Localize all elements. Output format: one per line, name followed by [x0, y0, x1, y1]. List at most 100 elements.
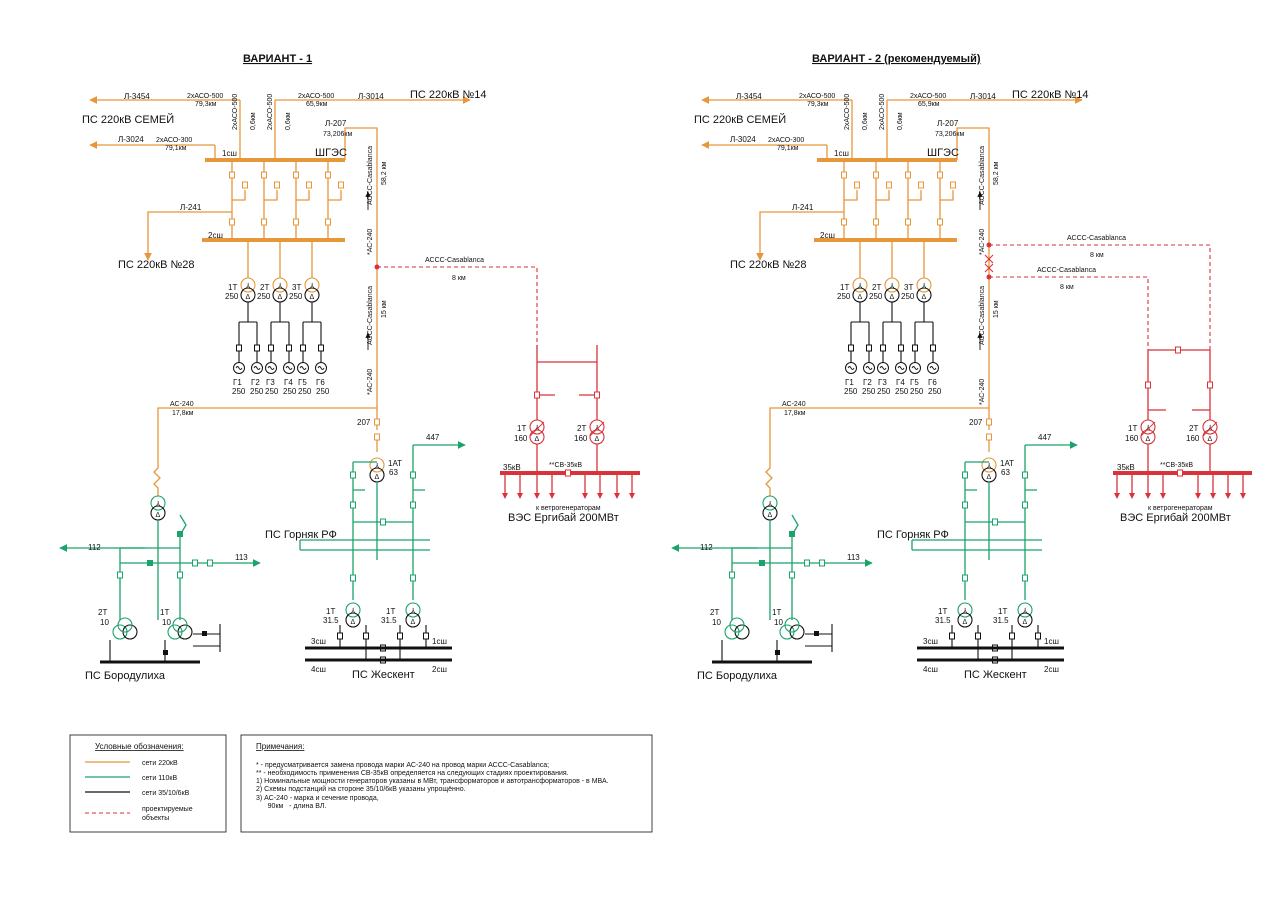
wire-label: 2хАСО-500	[298, 93, 334, 100]
line-l207: Л-207	[937, 119, 959, 128]
transformer-rating: 250	[901, 292, 915, 301]
line-l207: Л-207	[325, 119, 347, 128]
wes-ergibai-v1: 1Т 160 2Т 160 35кВ **СВ-35кВ к ветрогене…	[500, 345, 640, 524]
transformer-label: 2Т	[710, 608, 719, 617]
line-l3014: Л-3014	[358, 92, 384, 101]
transformer-rating: 10	[712, 618, 721, 627]
feeder-113: 113	[235, 553, 248, 562]
bus-label: 1сш	[1044, 637, 1059, 646]
ps-14-label: ПС 220кВ №14	[410, 89, 487, 101]
gen-label: Г2	[251, 378, 260, 387]
length-label: 79,3км	[807, 101, 829, 108]
ps-semey-label: ПС 220кВ СЕМЕЙ	[82, 113, 174, 126]
transformer-rating: 10	[100, 618, 109, 627]
feeder-113: 113	[847, 553, 860, 562]
line-l241: Л-241	[180, 203, 202, 212]
gen-label: Г3	[878, 378, 887, 387]
length-label: 58,2 км	[993, 161, 1000, 185]
transformer-rating: 250	[837, 292, 851, 301]
ps-14-label: ПС 220кВ №14	[1012, 89, 1089, 101]
legend-item: объекты	[142, 814, 169, 822]
note-line: 1) Номинальные мощности генераторов указ…	[256, 778, 609, 785]
wire-label: АССС-Casablanca	[367, 286, 374, 345]
ps-borodulikha-label: ПС Бородулиха	[85, 670, 166, 682]
transformer-rating: 250	[869, 292, 883, 301]
length-label: 0,6км	[250, 112, 257, 130]
transformer-rating: 160	[1125, 434, 1139, 443]
length-label: 8 км	[452, 275, 466, 282]
transformer-label: 1Т	[772, 608, 781, 617]
feeder-447: 447	[426, 433, 440, 442]
wire-label: АССС-Casablanca	[367, 146, 374, 205]
gen-rating: 250	[910, 387, 924, 396]
length-label: 65,9км	[306, 101, 328, 108]
length-label: 17,8км	[784, 410, 806, 417]
wire-label: 2хАСО-300	[768, 137, 804, 144]
wire-label: 2хАСО-500	[267, 94, 274, 130]
length-label: 15 км	[381, 300, 388, 318]
bus-label: 35кВ	[503, 463, 521, 472]
line-l3024: Л-3024	[730, 135, 756, 144]
wire-label: АССС-Casablanca	[979, 286, 986, 345]
line-l3024: Л-3024	[118, 135, 144, 144]
transformer-label: 1Т	[1128, 424, 1137, 433]
note-line: * - предусматривается замена провода мар…	[256, 762, 549, 769]
wire-label: АССС-Casablanca	[979, 146, 986, 205]
transformer-rating: 31.5	[993, 616, 1009, 625]
transformer-rating: 31.5	[323, 616, 339, 625]
wire-label: *АС-240	[367, 369, 374, 395]
wire-label: АС-240	[170, 401, 194, 408]
line-l3454: Л-3454	[124, 92, 150, 101]
bus-label: 35кВ	[1117, 463, 1135, 472]
wire-label: АССС-Casablanca	[425, 257, 484, 264]
transformer-label: 1Т	[517, 424, 526, 433]
length-label: 0,6км	[285, 112, 292, 130]
bus-label: 3сш	[311, 637, 326, 646]
transformer-label: 1Т	[840, 283, 849, 292]
gen-rating: 250	[877, 387, 891, 396]
bus-label: 2сш	[432, 665, 447, 674]
legend-item: сети 220кВ	[142, 760, 178, 767]
wire-label: *АС-240	[979, 379, 986, 405]
feeder-447: 447	[1038, 433, 1052, 442]
wire-label: АССС-Casablanca	[1037, 267, 1096, 274]
legend: Условные обозначения: сети 220кВ сети 11…	[69, 734, 227, 833]
bus-label: 1сш	[834, 149, 849, 158]
ps-semey-label: ПС 220кВ СЕМЕЙ	[694, 113, 786, 126]
wire-label: 2хАСО-500	[910, 93, 946, 100]
gen-label: Г2	[863, 378, 872, 387]
transformer-label: 1Т	[938, 607, 947, 616]
transformer-label: 1Т	[228, 283, 237, 292]
line-l241: Л-241	[792, 203, 814, 212]
gen-label: Г1	[845, 378, 854, 387]
shges-label: ШГЭС	[927, 147, 959, 159]
gen-rating: 250	[895, 387, 909, 396]
feeder-112: 112	[700, 543, 713, 552]
bus-label: 1сш	[222, 149, 237, 158]
transformer-rating: 250	[225, 292, 239, 301]
variant-2-title: ВАРИАНТ - 2 (рекомендуемый)	[812, 53, 981, 65]
length-label: 58,2 км	[381, 161, 388, 185]
gen-label: Г1	[233, 378, 242, 387]
bus-label: 3сш	[923, 637, 938, 646]
line-l3014: Л-3014	[970, 92, 996, 101]
wire-label: 2хАСО-500	[187, 93, 223, 100]
legend-item: сети 110кВ	[142, 775, 177, 782]
note-line: 3) АС-240 - марка и сечение провода,	[256, 795, 379, 802]
bus-label: 2сш	[820, 231, 835, 240]
transformer-label: 2Т	[872, 283, 881, 292]
gen-label: Г3	[266, 378, 275, 387]
wind-gen-label: к ветрогенераторам	[536, 505, 601, 512]
line-l3454: Л-3454	[736, 92, 762, 101]
transformer-rating: 160	[1186, 434, 1200, 443]
length-label: 79,1км	[165, 145, 187, 152]
transformer-rating: 31.5	[935, 616, 951, 625]
bus-label: 2сш	[208, 231, 223, 240]
autotransformer-label: 1АТ	[388, 459, 402, 468]
length-label: 65,9км	[918, 101, 940, 108]
transformer-label: 1Т	[998, 607, 1007, 616]
length-label: 15 км	[993, 300, 1000, 318]
gen-rating: 250	[928, 387, 942, 396]
